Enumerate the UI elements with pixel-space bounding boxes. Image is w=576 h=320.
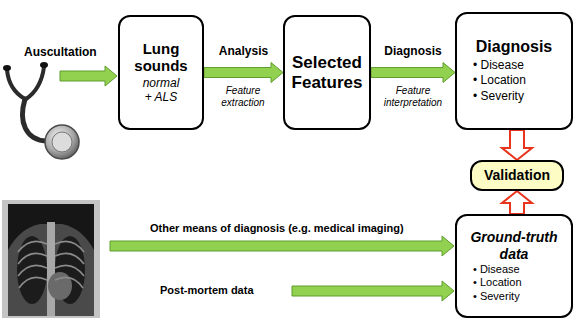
annotation-label: Feature extraction [206,85,280,108]
process-box: Lung soundsnormal + ALS [118,15,204,130]
annotation-label: Post-mortem data [160,284,280,297]
box-title: Diagnosis [476,38,552,56]
ground-truth-box: Ground-truth data • Disease• Location• Se… [455,214,573,318]
process-box: Selected Features [283,15,371,130]
box-title: Lung sounds [126,40,196,75]
auscultation-arrow [60,66,117,86]
box-text: • Location [463,276,522,289]
box-title: Ground-truth data [463,229,565,261]
annotation-label: Auscultation [24,46,104,60]
validation-box: Validation [470,160,564,191]
box-title: Validation [484,167,550,183]
post-mortem-arrow [292,281,454,301]
box-text: • Severity [463,290,520,303]
annotation-label: Feature interpretation [372,85,454,108]
box-text: • Location [463,74,526,88]
imaging-arrow [110,236,454,256]
box-text: normal + ALS [138,77,184,105]
edge-label: Analysis [217,45,270,59]
box-text: • Disease [463,59,524,73]
result-box: Diagnosis • Disease• Location • Severity [455,12,573,130]
annotation-label: Other means of diagnosis (e.g. medical i… [150,222,440,235]
chest-xray-illustration [2,200,100,318]
box-text: • Severity [463,90,524,104]
flow-arrow [204,63,283,83]
box-text: • Disease [463,263,520,276]
flow-arrow [371,63,455,83]
hollow-arrow [502,191,532,214]
edge-label: Diagnosis [382,45,443,59]
box-title: Selected Features [291,53,363,92]
hollow-arrow [502,130,532,160]
